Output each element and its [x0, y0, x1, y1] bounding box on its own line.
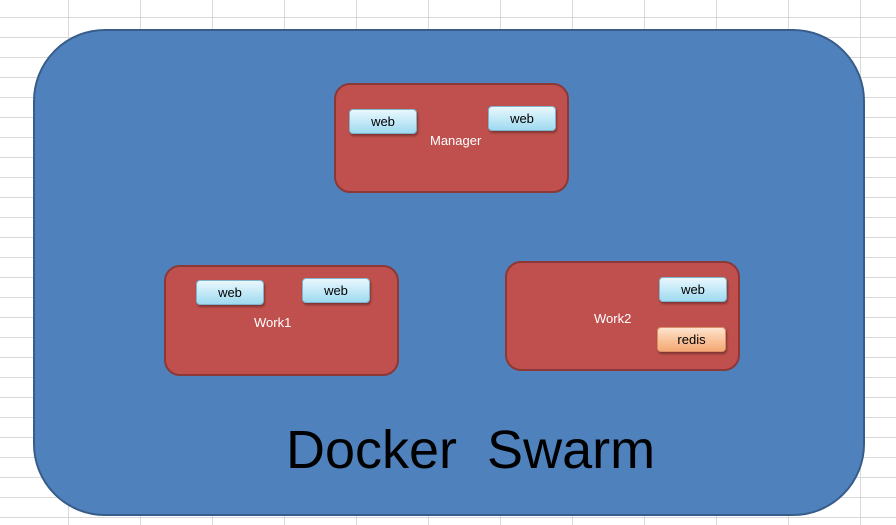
diagram-title: Docker Swarm: [286, 420, 656, 480]
service-redis: redis: [657, 327, 726, 352]
service-web: web: [196, 280, 264, 305]
service-web: web: [488, 106, 556, 131]
service-web: web: [349, 109, 417, 134]
service-web: web: [302, 278, 370, 303]
node-label-work1: Work1: [254, 315, 292, 330]
node-manager: [334, 83, 569, 193]
node-label-manager: Manager: [430, 133, 482, 148]
node-label-work2: Work2: [594, 311, 632, 326]
service-web: web: [659, 277, 727, 302]
